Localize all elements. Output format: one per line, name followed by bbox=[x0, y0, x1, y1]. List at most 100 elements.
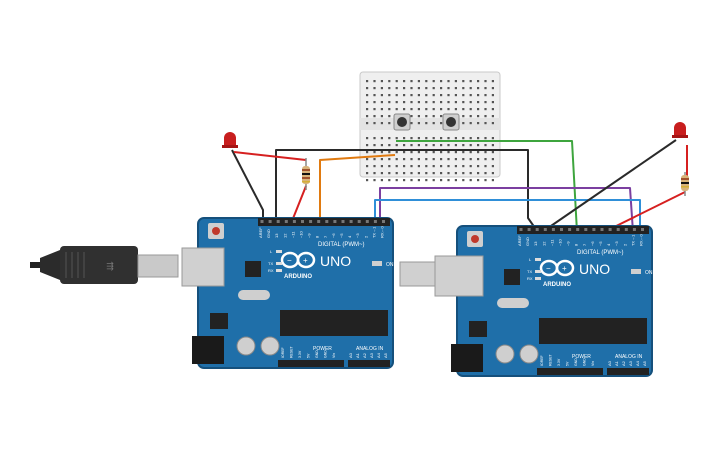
analog-pin-label: A4 bbox=[376, 352, 381, 358]
header-pin[interactable] bbox=[568, 228, 572, 231]
breadboard-hole bbox=[491, 172, 494, 175]
wire-black-3[interactable] bbox=[390, 149, 536, 229]
header-pin[interactable] bbox=[301, 220, 304, 223]
header-pin[interactable] bbox=[551, 228, 555, 231]
breadboard-hole bbox=[395, 165, 398, 168]
header-pin[interactable] bbox=[632, 228, 636, 231]
power-label: POWER bbox=[313, 346, 332, 352]
led-right[interactable] bbox=[672, 122, 688, 138]
header-pin[interactable] bbox=[276, 220, 280, 223]
resistor-right[interactable] bbox=[681, 172, 689, 196]
header-pin[interactable] bbox=[382, 220, 385, 223]
breadboard-hole bbox=[395, 158, 398, 161]
wire-blue[interactable] bbox=[374, 199, 641, 232]
breadboard-hole bbox=[484, 122, 487, 125]
breadboard-hole bbox=[403, 80, 406, 83]
breadboard-hole bbox=[403, 144, 406, 147]
header-pin[interactable] bbox=[560, 228, 563, 231]
breadboard-hole bbox=[373, 94, 376, 97]
breadboard-hole bbox=[373, 144, 376, 147]
breadboard-hole bbox=[417, 158, 420, 161]
header-pin[interactable] bbox=[616, 228, 620, 231]
header-pin[interactable] bbox=[317, 220, 321, 223]
breadboard-hole bbox=[440, 179, 443, 182]
header-pin[interactable] bbox=[608, 228, 612, 231]
header-pin[interactable] bbox=[268, 220, 272, 223]
breadboard-hole bbox=[469, 122, 472, 125]
pin-label: 13 bbox=[274, 233, 279, 238]
breadboard-hole bbox=[410, 80, 413, 83]
power-pin-label: IOREF bbox=[281, 347, 285, 358]
wire-orange[interactable] bbox=[319, 154, 396, 226]
pin-label: 2 bbox=[622, 243, 627, 246]
breadboard-hole bbox=[417, 179, 420, 182]
pin-label: ~6 bbox=[590, 241, 595, 246]
header-pin[interactable] bbox=[341, 220, 345, 223]
header-pin[interactable] bbox=[527, 228, 531, 231]
breadboard[interactable] bbox=[359, 71, 501, 182]
breadboard-hole bbox=[432, 179, 435, 182]
arduino-uno-right[interactable]: DIGITAL (PWM~) − + UNO ARDUINO ON L TX R… bbox=[434, 225, 653, 377]
breadboard-hole bbox=[469, 165, 472, 168]
header-pin[interactable] bbox=[624, 228, 628, 231]
header-pin[interactable] bbox=[373, 220, 377, 223]
breadboard-hole bbox=[462, 108, 465, 111]
breadboard-hole bbox=[403, 101, 406, 104]
breadboard-hole bbox=[403, 172, 406, 175]
breadboard-hole bbox=[417, 151, 420, 154]
pushbutton-left[interactable] bbox=[393, 113, 411, 131]
breadboard-hole bbox=[454, 158, 457, 161]
led-left[interactable] bbox=[222, 132, 238, 148]
digital-label: DIGITAL (PWM~) bbox=[577, 250, 624, 256]
breadboard-hole bbox=[484, 115, 487, 118]
breadboard-hole bbox=[417, 80, 420, 83]
header-pin[interactable] bbox=[535, 228, 539, 231]
breadboard-hole bbox=[454, 179, 457, 182]
header-pin[interactable] bbox=[365, 220, 369, 223]
header-pin[interactable] bbox=[260, 220, 264, 223]
header-pin[interactable] bbox=[349, 220, 353, 223]
header-pin[interactable] bbox=[357, 220, 361, 223]
header-pin[interactable] bbox=[592, 228, 596, 231]
header-pin[interactable] bbox=[333, 220, 337, 223]
wire-purple[interactable] bbox=[379, 187, 634, 233]
breadboard-hole bbox=[417, 108, 420, 111]
header-pin[interactable] bbox=[600, 228, 604, 231]
pushbutton-right[interactable] bbox=[442, 113, 460, 131]
breadboard-hole bbox=[417, 87, 420, 90]
breadboard-hole bbox=[395, 94, 398, 97]
resistor-left[interactable] bbox=[302, 158, 310, 190]
breadboard-hole bbox=[417, 165, 420, 168]
power-pin-label: GND bbox=[574, 358, 578, 366]
pin-label: GND bbox=[266, 229, 271, 238]
header-pin[interactable] bbox=[576, 228, 580, 231]
breadboard-hole bbox=[380, 94, 383, 97]
breadboard-hole bbox=[447, 87, 450, 90]
breadboard-hole bbox=[395, 172, 398, 175]
header-pin[interactable] bbox=[284, 220, 288, 223]
wire-green[interactable] bbox=[472, 140, 578, 233]
wire-black-4[interactable] bbox=[547, 139, 677, 229]
power-label: POWER bbox=[572, 354, 591, 360]
header-pin[interactable] bbox=[641, 228, 644, 231]
breadboard-hole bbox=[469, 115, 472, 118]
breadboard-hole bbox=[373, 158, 376, 161]
wire-black-2[interactable] bbox=[231, 149, 264, 226]
breadboard-hole bbox=[417, 144, 420, 147]
usb-cable-icon[interactable]: ⇶ bbox=[30, 246, 179, 284]
arduino-uno-left[interactable]: DIGITAL (PWM~) − + UNO ARDUINO ON L TX R… bbox=[181, 217, 394, 369]
wire-red-1[interactable] bbox=[233, 151, 307, 161]
header-pin[interactable] bbox=[325, 220, 329, 223]
header-pin[interactable] bbox=[292, 220, 296, 223]
breadboard-hole bbox=[380, 101, 383, 104]
header-pin[interactable] bbox=[309, 220, 313, 223]
breadboard-hole bbox=[432, 122, 435, 125]
wire-black-1[interactable] bbox=[275, 149, 390, 226]
breadboard-hole bbox=[484, 101, 487, 104]
header-pin[interactable] bbox=[519, 228, 523, 231]
header-pin[interactable] bbox=[543, 228, 547, 231]
header-pin[interactable] bbox=[584, 228, 588, 231]
breadboard-hole bbox=[403, 137, 406, 140]
breadboard-hole bbox=[462, 144, 465, 147]
